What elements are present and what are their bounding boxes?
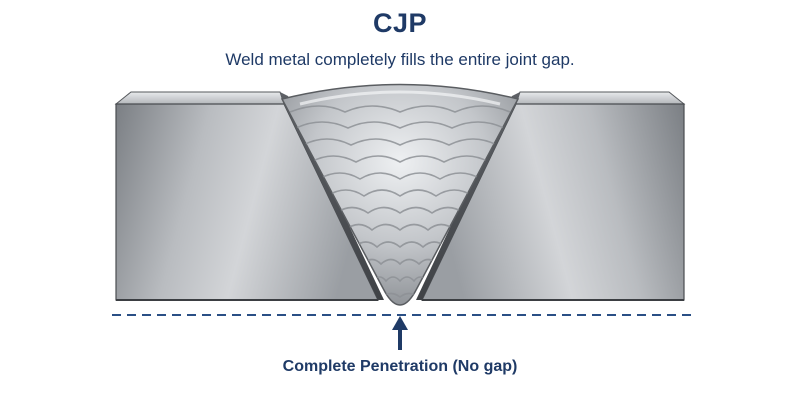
diagram-title: CJP xyxy=(372,8,428,38)
weld-bead-ripples xyxy=(289,105,511,299)
penetration-callout-label: Complete Penetration (No gap) xyxy=(282,358,518,375)
left-plate-top-face xyxy=(114,91,285,105)
right-plate-top-face xyxy=(515,91,686,105)
diagram-subtitle: Weld metal completely fills the entire j… xyxy=(225,50,575,69)
weld-metal xyxy=(280,83,520,306)
penetration-arrow-icon xyxy=(392,316,408,350)
